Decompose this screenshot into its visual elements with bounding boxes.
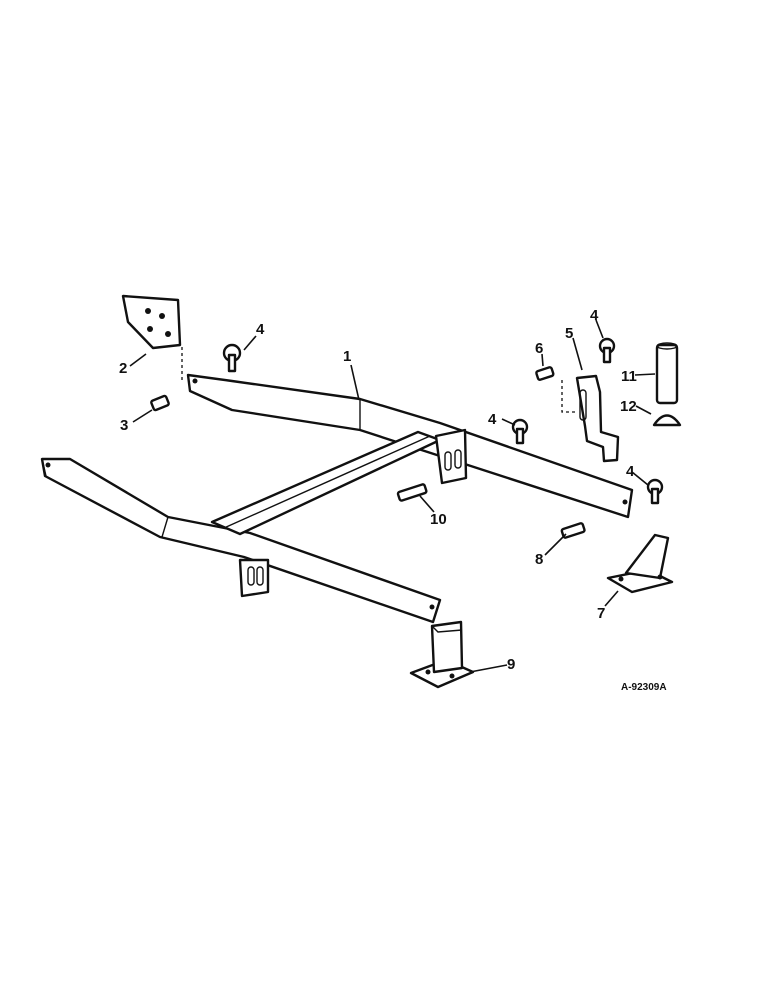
callout-11: 11 bbox=[621, 368, 637, 385]
callout-7: 7 bbox=[597, 605, 605, 622]
callout-10: 10 bbox=[430, 511, 447, 528]
callout-3: 3 bbox=[120, 417, 128, 434]
figure-number: A-92309A bbox=[621, 682, 667, 693]
bolt-part-8 bbox=[560, 522, 586, 539]
callout-12: 12 bbox=[620, 398, 637, 415]
bolt-part-10 bbox=[396, 483, 428, 502]
callouts: 1 2 3 4 4 4 4 5 6 7 8 9 10 11 12 bbox=[119, 307, 637, 673]
frame-part-1 bbox=[40, 373, 634, 624]
foot-part-7 bbox=[606, 533, 674, 594]
bracket-part-5 bbox=[561, 374, 620, 463]
callout-4-c: 4 bbox=[488, 411, 497, 428]
callout-4-d: 4 bbox=[626, 463, 635, 480]
pin-part-4-b bbox=[598, 337, 616, 364]
cap-part-12 bbox=[652, 414, 682, 427]
sleeve-part-11 bbox=[655, 342, 679, 405]
bolt-part-6 bbox=[535, 366, 555, 381]
callout-4-b: 4 bbox=[590, 307, 599, 324]
plate-part-2 bbox=[121, 294, 183, 382]
pin-part-4-d bbox=[646, 478, 664, 505]
callout-1: 1 bbox=[343, 348, 351, 365]
callout-5: 5 bbox=[565, 325, 573, 342]
callout-9: 9 bbox=[507, 656, 515, 673]
pin-part-4-a bbox=[222, 343, 242, 373]
foot-part-9 bbox=[409, 620, 475, 689]
pin-part-4-c bbox=[511, 418, 529, 445]
callout-2: 2 bbox=[119, 360, 127, 377]
callout-8: 8 bbox=[535, 551, 543, 568]
leader-lines bbox=[129, 319, 656, 673]
bolt-part-3 bbox=[150, 394, 170, 412]
callout-4-a: 4 bbox=[256, 321, 265, 338]
callout-6: 6 bbox=[535, 340, 543, 357]
